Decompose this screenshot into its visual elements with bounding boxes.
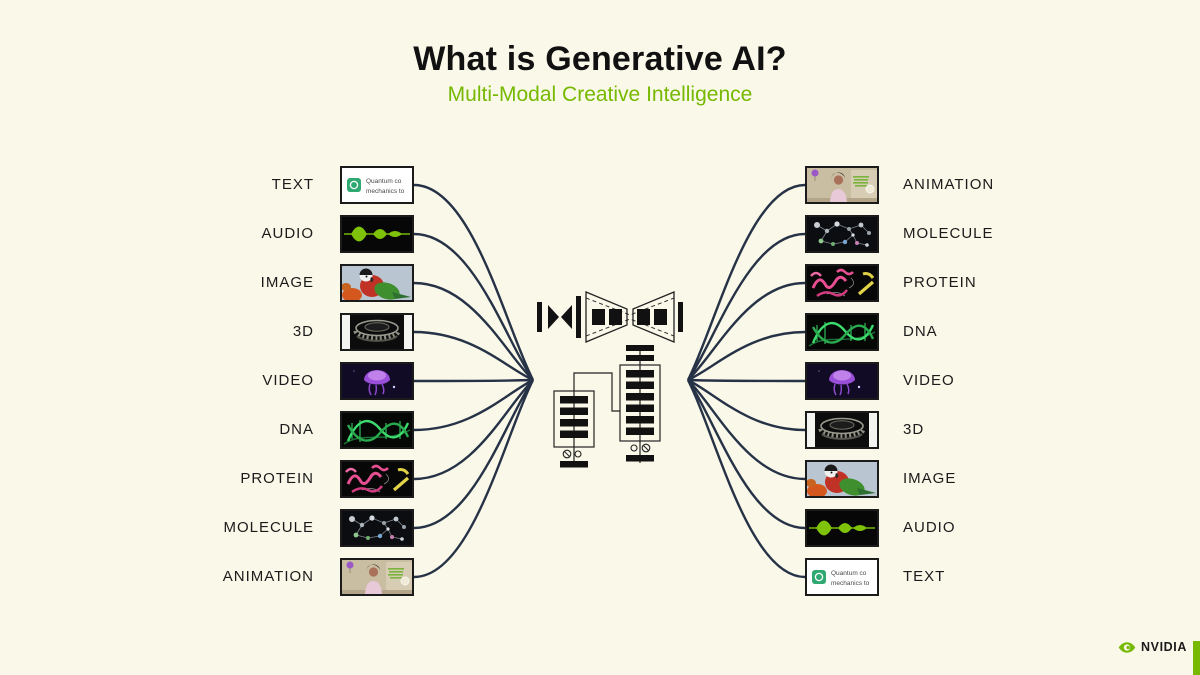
svg-text:Quantum co: Quantum co: [831, 570, 867, 577]
label-left-text: TEXT: [271, 176, 314, 193]
thumb-left-animation-character: [340, 558, 414, 596]
thumb-right-text-sample: Quantum co mechanics to: [805, 558, 879, 596]
thumb-left-3d-model: [340, 313, 414, 351]
label-left-image: IMAGE: [260, 274, 314, 291]
thumb-left-image-parrot: [340, 264, 414, 302]
label-right-protein: PROTEIN: [903, 274, 977, 291]
chatgpt-icon: [347, 178, 361, 192]
thumb-right-image-parrot: [805, 460, 879, 498]
thumb-left-video-jellyfish: [340, 362, 414, 400]
label-right-audio: AUDIO: [903, 519, 956, 536]
thumb-right-dna-helix: [805, 313, 879, 351]
nvidia-eye-icon: [1118, 641, 1136, 653]
label-left-molecule: MOLECULE: [223, 519, 314, 536]
thumb-right-molecule: [805, 215, 879, 253]
label-right-molecule: MOLECULE: [903, 225, 994, 242]
svg-text:mechanics to: mechanics to: [831, 580, 870, 587]
thumb-right-audio-waveform: [805, 509, 879, 547]
thumb-right-protein-structure: [805, 264, 879, 302]
label-left-animation: ANIMATION: [222, 568, 314, 585]
nvidia-logo: NVIDIA: [1118, 640, 1187, 654]
label-right-video: VIDEO: [903, 372, 955, 389]
label-right-animation: ANIMATION: [903, 176, 995, 193]
autoencoder-diagram: [537, 291, 683, 343]
label-right-image: IMAGE: [903, 470, 957, 487]
svg-text:Quantum co: Quantum co: [366, 178, 402, 185]
thumb-left-text-sample: Quantum co mechanics to: [340, 166, 414, 204]
nvidia-wordmark: NVIDIA: [1141, 640, 1187, 654]
slide-subtitle: Multi-Modal Creative Intelligence: [447, 83, 753, 106]
slide-title: What is Generative AI?: [413, 40, 787, 78]
label-left-video: VIDEO: [262, 372, 314, 389]
transformer-diagram: [553, 345, 661, 468]
label-right-3d: 3D: [903, 421, 925, 438]
thumb-right-animation-character: [805, 166, 879, 204]
label-left-audio: AUDIO: [261, 225, 314, 242]
thumb-left-molecule: [340, 509, 414, 547]
thumb-left-audio-waveform: [340, 215, 414, 253]
right-connector-curves: [686, 183, 806, 579]
label-left-dna: DNA: [279, 421, 314, 438]
thumb-right-video-jellyfish: [805, 362, 879, 400]
label-left-protein: PROTEIN: [240, 470, 314, 487]
svg-text:mechanics to: mechanics to: [366, 188, 405, 195]
thumb-left-dna-helix: [340, 411, 414, 449]
green-accent-bar: [1193, 641, 1200, 675]
label-right-dna: DNA: [903, 323, 938, 340]
label-left-3d: 3D: [292, 323, 314, 340]
chatgpt-icon: [812, 570, 826, 584]
thumb-left-protein-structure: [340, 460, 414, 498]
thumb-right-3d-model: [805, 411, 879, 449]
label-right-text: TEXT: [903, 568, 946, 585]
